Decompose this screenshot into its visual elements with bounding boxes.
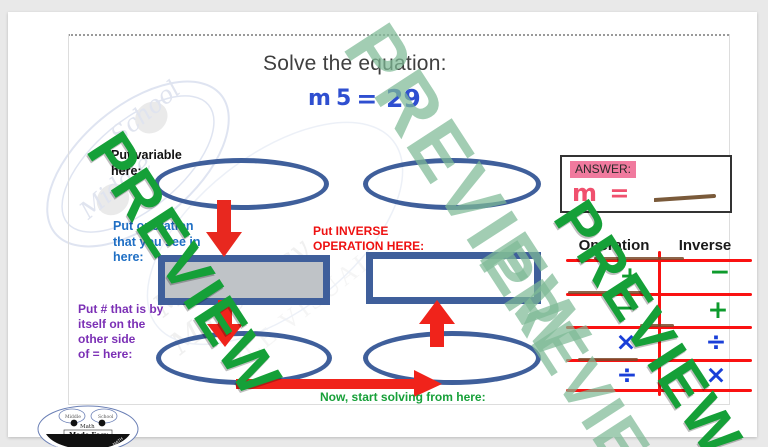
label-put-variable: Put variable here: bbox=[111, 148, 182, 178]
table-accent-line-4 bbox=[578, 358, 638, 361]
down-arrow-left-top bbox=[204, 200, 244, 258]
value-ellipse-top-right[interactable] bbox=[363, 158, 541, 210]
table-header-row: Operation Inverse bbox=[568, 237, 750, 254]
table-accent-line-1 bbox=[594, 257, 684, 260]
page-rule-line bbox=[68, 34, 729, 36]
equation-fraction: m 5 bbox=[308, 85, 352, 111]
equation-handwriting: m 5 = 29 bbox=[308, 84, 421, 113]
worksheet-page: Middle School Math Made Easy SIMPLE VISU… bbox=[8, 12, 757, 447]
table-header-inverse: Inverse bbox=[678, 237, 732, 254]
table-cell-inv-3: ÷ bbox=[705, 327, 727, 356]
table-cell-op-4: ÷ bbox=[616, 360, 638, 389]
svg-text:MATH: MATH bbox=[112, 436, 124, 447]
inverse-operation-box-right[interactable] bbox=[366, 252, 541, 304]
page-title: Solve the equation: bbox=[263, 52, 447, 75]
table-header-operation: Operation bbox=[578, 237, 650, 254]
brand-logo-small: Middle School Math Made Easy SIMPLE VISU… bbox=[36, 404, 140, 447]
answer-handwriting: m = bbox=[572, 179, 632, 207]
svg-text:Math: Math bbox=[80, 424, 95, 430]
svg-text:Middle: Middle bbox=[65, 414, 81, 420]
table-vline bbox=[658, 251, 661, 396]
label-put-inverse-operation: Put INVERSE OPERATION HERE: bbox=[313, 224, 425, 253]
operation-inverse-table: Operation Inverse + − − + × ÷ bbox=[566, 237, 752, 396]
table-cell-op-3: × bbox=[615, 327, 637, 356]
table-accent-line-3 bbox=[640, 324, 674, 327]
result-ellipse-bottom-right[interactable] bbox=[363, 331, 541, 385]
down-arrow-left-bottom bbox=[205, 300, 245, 348]
right-arrow-bottom bbox=[236, 370, 444, 398]
label-put-operation: Put operation that you see in here: bbox=[113, 219, 201, 265]
table-cell-op-1: + bbox=[619, 261, 641, 290]
svg-text:School: School bbox=[98, 414, 114, 420]
table-accent-line-2 bbox=[568, 291, 648, 294]
label-start-solving: Now, start solving from here: bbox=[320, 390, 486, 404]
variable-ellipse-top-left[interactable] bbox=[154, 158, 329, 210]
table-cell-inv-2: + bbox=[707, 295, 729, 324]
table-cell-op-2: − bbox=[614, 293, 636, 322]
up-arrow-right bbox=[417, 300, 457, 348]
table-cell-inv-1: − bbox=[709, 257, 731, 286]
table-cell-inv-4: × bbox=[705, 360, 727, 389]
operation-box-left[interactable] bbox=[158, 255, 330, 305]
svg-text:SIMPLE: SIMPLE bbox=[49, 441, 65, 447]
equation-right-side: = 29 bbox=[356, 84, 421, 113]
equation-denominator: 5 bbox=[336, 85, 352, 111]
answer-label: ANSWER: bbox=[570, 161, 637, 178]
answer-box[interactable]: ANSWER: m = bbox=[560, 155, 732, 213]
content-frame bbox=[68, 34, 730, 405]
label-put-number: Put # that is by itself on the other sid… bbox=[78, 302, 164, 361]
equation-numerator: m bbox=[308, 85, 331, 111]
answer-blank-line bbox=[654, 194, 716, 202]
table-grid: + − − + × ÷ ÷ × bbox=[566, 251, 752, 396]
